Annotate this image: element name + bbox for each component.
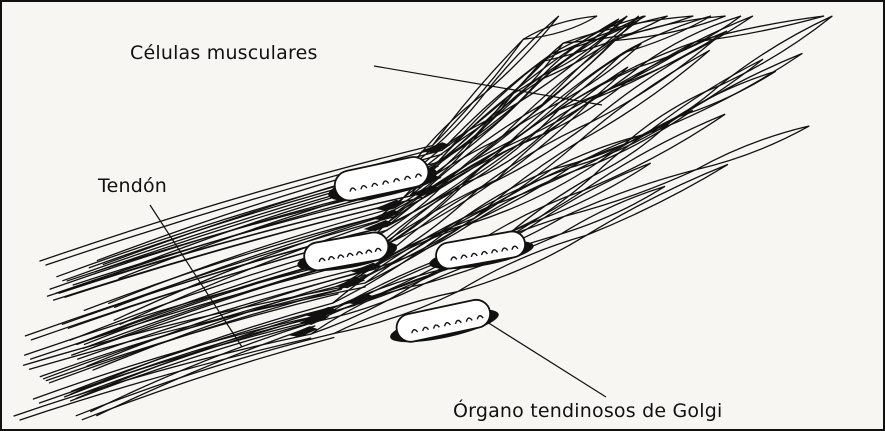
- fiber-bundle: [14, 16, 832, 420]
- golgi-organ: [324, 153, 439, 208]
- muscle-cell: [497, 100, 592, 180]
- golgi-organ: [386, 296, 501, 349]
- muscle-cell: [597, 110, 692, 163]
- label-tendon: Tendón: [98, 175, 167, 197]
- tendon-fiber: [14, 334, 311, 416]
- muscle-cell: [696, 126, 809, 170]
- label-golgi-organ: Órgano tendinosos de Golgi: [453, 400, 722, 422]
- leader-muscle-cells: [374, 66, 602, 105]
- label-muscle-cells: Células musculares: [130, 42, 318, 64]
- leader-golgi-organ: [487, 322, 606, 397]
